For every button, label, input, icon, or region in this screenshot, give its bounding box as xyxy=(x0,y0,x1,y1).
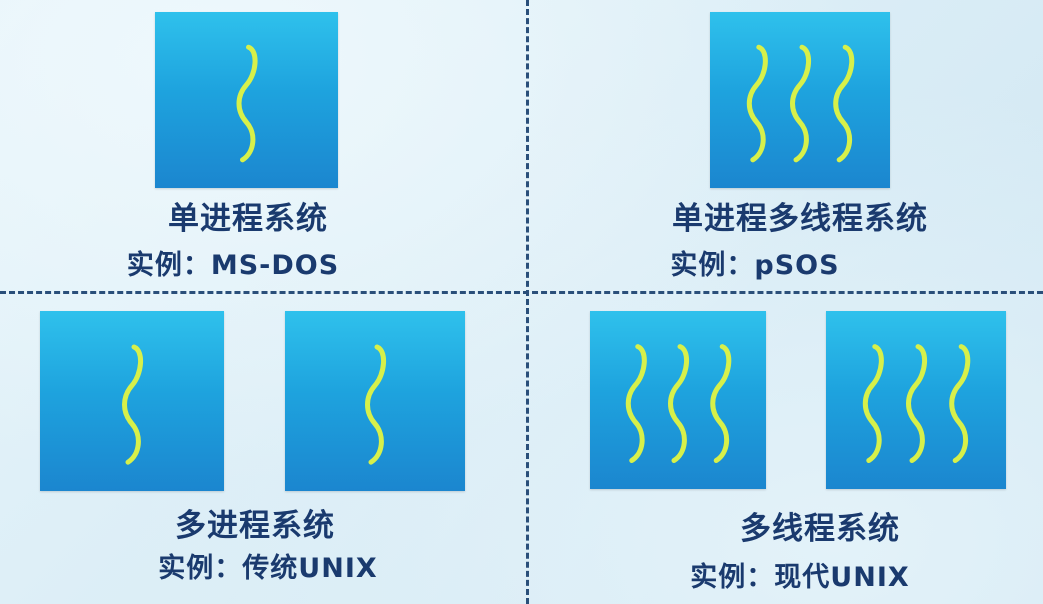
thread-squiggle xyxy=(949,344,971,464)
vertical-divider xyxy=(526,0,529,604)
title-single-process-multithread: 单进程多线程系统 xyxy=(672,201,928,237)
process-threads-svg xyxy=(122,344,143,465)
thread-squiggle xyxy=(122,344,143,465)
process-box-multiprocess-1 xyxy=(40,311,224,491)
title-multithread-system: 多线程系统 xyxy=(740,511,900,547)
example-single-process-multithread: 实例：pSOS xyxy=(670,250,840,281)
thread-squiggle xyxy=(668,344,689,464)
thread-squiggle xyxy=(365,344,386,465)
process-threads-svg xyxy=(236,44,258,163)
title-multi-process: 多进程系统 xyxy=(175,508,335,544)
thread-squiggle xyxy=(625,344,647,464)
process-box-single xyxy=(155,12,338,188)
thread-squiggle xyxy=(862,344,884,464)
process-threads-svg xyxy=(625,344,732,464)
process-box-multithread-system-1 xyxy=(590,311,766,489)
process-box-multiprocess-2 xyxy=(285,311,465,491)
horizontal-divider xyxy=(0,291,1043,294)
thread-squiggle xyxy=(790,44,811,163)
process-box-multithread-system-2 xyxy=(826,311,1006,489)
process-box-multithread xyxy=(710,12,890,188)
thread-squiggle xyxy=(746,44,768,163)
example-single-process: 实例：MS-DOS xyxy=(126,250,340,281)
process-threads-svg xyxy=(862,344,971,464)
process-threads-svg xyxy=(365,344,386,465)
thread-squiggle xyxy=(236,44,258,163)
thread-squiggle xyxy=(710,344,732,464)
thread-squiggle xyxy=(833,44,855,163)
thread-squiggle xyxy=(906,344,927,464)
process-threads-svg xyxy=(746,44,855,163)
title-single-process: 单进程系统 xyxy=(168,201,328,237)
example-multi-process: 实例：传统UNIX xyxy=(158,553,378,584)
example-multithread-system: 实例：现代UNIX xyxy=(690,562,910,593)
